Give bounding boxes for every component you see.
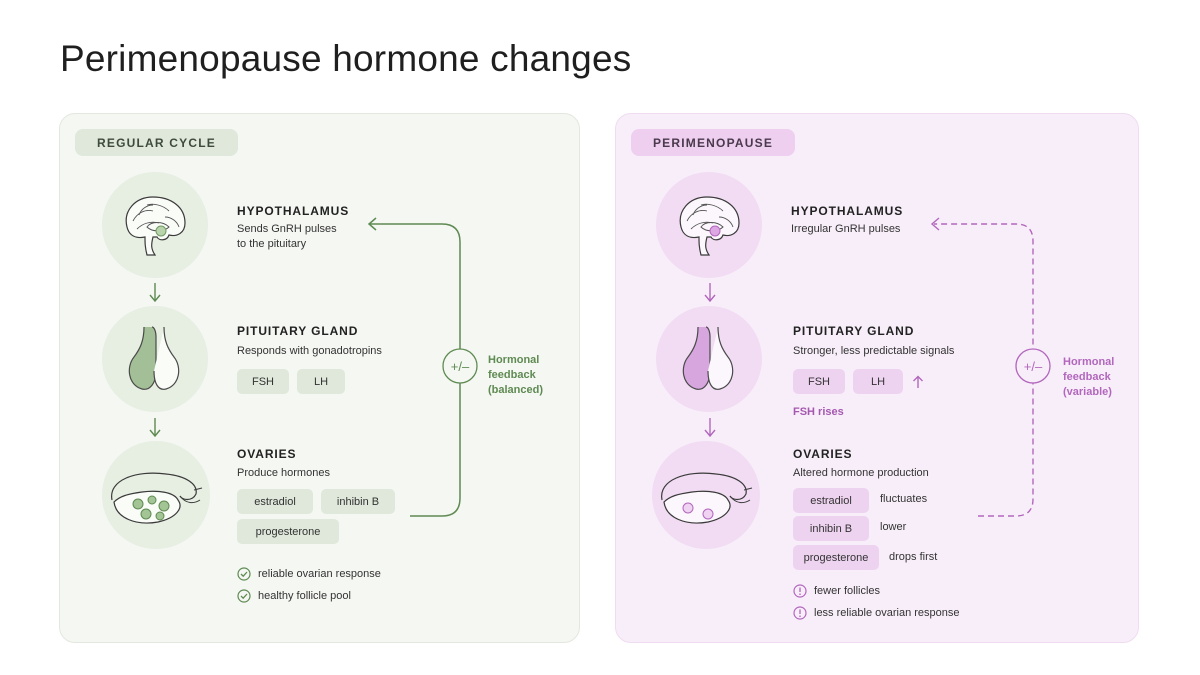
feedback-label: Hormonal feedback (variable): [1063, 356, 1115, 398]
inhibin-b-chip: inhibin B: [793, 516, 869, 541]
perimenopause-panel: PERIMENOPAUSE HYPOTHALAMUS Irregular GnR…: [615, 113, 1139, 643]
feedback-symbol: +/–: [1024, 359, 1043, 374]
fsh-chip: FSH: [793, 369, 845, 394]
estradiol-chip: estradiol: [237, 489, 313, 514]
regular-connectors: +/–: [149, 217, 478, 517]
brain-icon: [102, 172, 208, 278]
feedback-label: Hormonal feedback (balanced): [488, 354, 544, 396]
pituitary-gland-icon: [656, 306, 762, 412]
regular-cycle-tag: REGULAR CYCLE: [75, 129, 238, 156]
warning-item: fewer follicles: [793, 584, 880, 598]
perimenopause-tag: PERIMENOPAUSE: [631, 129, 795, 156]
page-title: Perimenopause hormone changes: [60, 38, 632, 79]
estradiol-chip: estradiol: [793, 488, 869, 513]
check-circle-icon: [237, 567, 251, 581]
pituitary-gland-icon: [102, 306, 208, 412]
hypothalamus-heading: HYPOTHALAMUS: [237, 204, 350, 218]
hypothalamus-desc: Sends GnRH pulses to the pituitary: [237, 223, 337, 250]
feedback-symbol-icon: [442, 348, 478, 384]
pituitary-heading: PITUITARY GLAND: [237, 324, 359, 338]
estradiol-status: fluctuates: [880, 493, 928, 505]
perimenopause-connectors: +/–: [704, 217, 1051, 517]
lh-chip: LH: [297, 369, 345, 394]
arrow-left-icon: [930, 217, 940, 231]
progesterone-chip: progesterone: [793, 545, 879, 570]
ovary-icon: [652, 441, 760, 549]
hypothalamus-heading: HYPOTHALAMUS: [791, 204, 904, 218]
hypothalamus-desc: Irregular GnRH pulses: [791, 223, 901, 235]
ovaries-heading: OVARIES: [237, 447, 297, 461]
check-circle-icon: [237, 589, 251, 603]
progesterone-chip: progesterone: [237, 519, 339, 544]
pituitary-heading: PITUITARY GLAND: [793, 324, 915, 338]
pituitary-desc: Responds with gonadotropins: [237, 345, 382, 357]
check-item: reliable ovarian response: [237, 567, 381, 581]
ovary-icon: [102, 441, 210, 549]
arrow-left-icon: [367, 217, 377, 231]
inhibin-b-chip: inhibin B: [321, 489, 395, 514]
alert-circle-icon: [793, 606, 807, 620]
regular-cycle-panel: REGULAR CYCLE HYPOTHALAMUS Sends GnRH pu…: [59, 113, 580, 643]
feedback-symbol: +/–: [451, 359, 470, 374]
feedback-symbol-icon: [1015, 348, 1051, 384]
warning-item: less reliable ovarian response: [793, 606, 960, 620]
inhibin-b-status: lower: [880, 521, 907, 533]
ovaries-desc: Produce hormones: [237, 467, 330, 479]
brain-icon: [656, 172, 762, 278]
fsh-chip: FSH: [237, 369, 289, 394]
ovaries-desc: Altered hormone production: [793, 467, 929, 479]
check-item: healthy follicle pool: [237, 589, 351, 603]
arrow-down-icon: [149, 283, 161, 438]
pituitary-desc: Stronger, less predictable signals: [793, 345, 955, 357]
alert-circle-icon: [793, 584, 807, 598]
ovaries-heading: OVARIES: [793, 447, 853, 461]
arrow-down-icon: [704, 283, 716, 438]
lh-chip: LH: [853, 369, 903, 394]
progesterone-status: drops first: [889, 551, 938, 563]
arrow-up-icon: [913, 375, 923, 388]
fsh-rises-note: FSH rises: [793, 406, 844, 418]
